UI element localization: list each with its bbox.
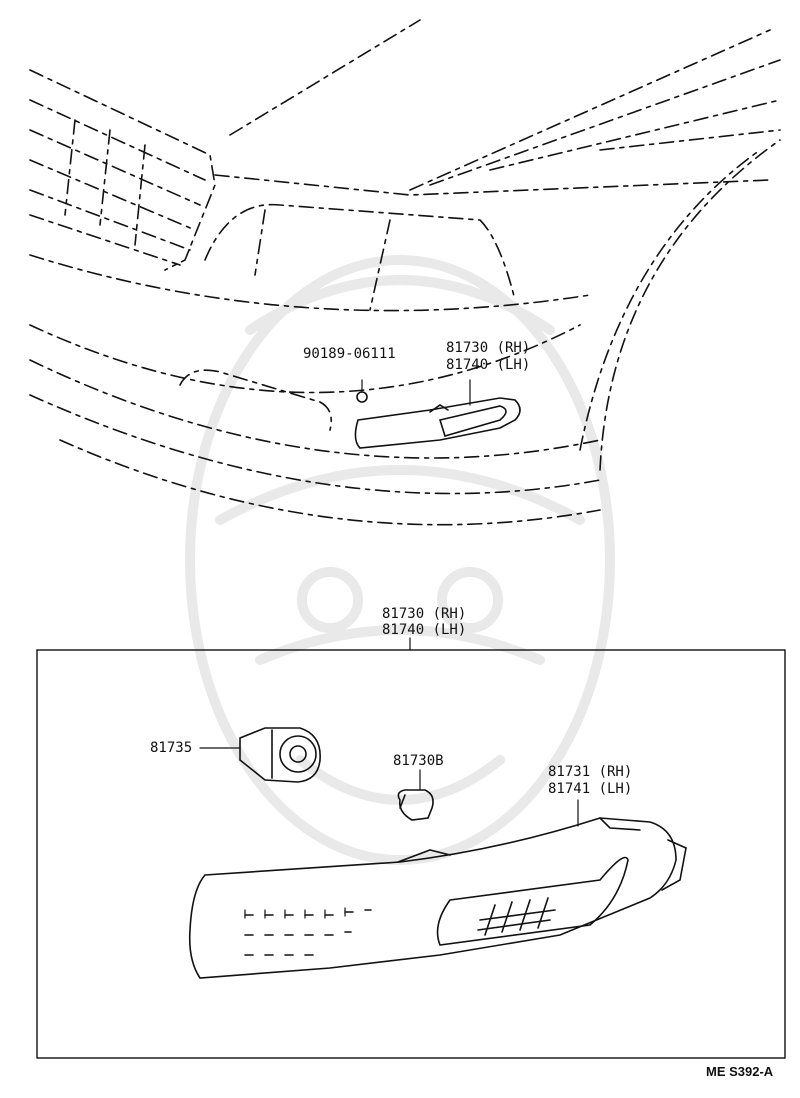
detail-frame <box>36 649 786 1059</box>
callout-assy-rh: 81730 (RH) <box>382 606 467 622</box>
car-front-overview <box>29 19 781 526</box>
callout-top-lamp-lh: 81740 (LH) <box>446 357 531 373</box>
bolt-icon <box>356 379 368 403</box>
callout-lens-lh: 81741 (LH) <box>548 781 633 797</box>
watermark-emblem <box>185 255 615 865</box>
callout-socket: 81735 <box>150 740 193 756</box>
socket-icon <box>199 727 321 783</box>
figure-code: ME S392-A <box>706 1064 774 1079</box>
callout-bolt: 90189-06111 <box>303 346 396 362</box>
callout-assy-lh: 81740 (LH) <box>382 622 467 638</box>
callout-bulb: 81730B <box>393 753 444 769</box>
callout-lens-rh: 81731 (RH) <box>548 764 633 780</box>
side-marker-lamp-top <box>354 397 521 449</box>
callout-top-lamp-rh: 81730 (RH) <box>446 340 531 356</box>
bulb-icon <box>397 769 434 821</box>
lamp-body-icon <box>188 817 687 979</box>
